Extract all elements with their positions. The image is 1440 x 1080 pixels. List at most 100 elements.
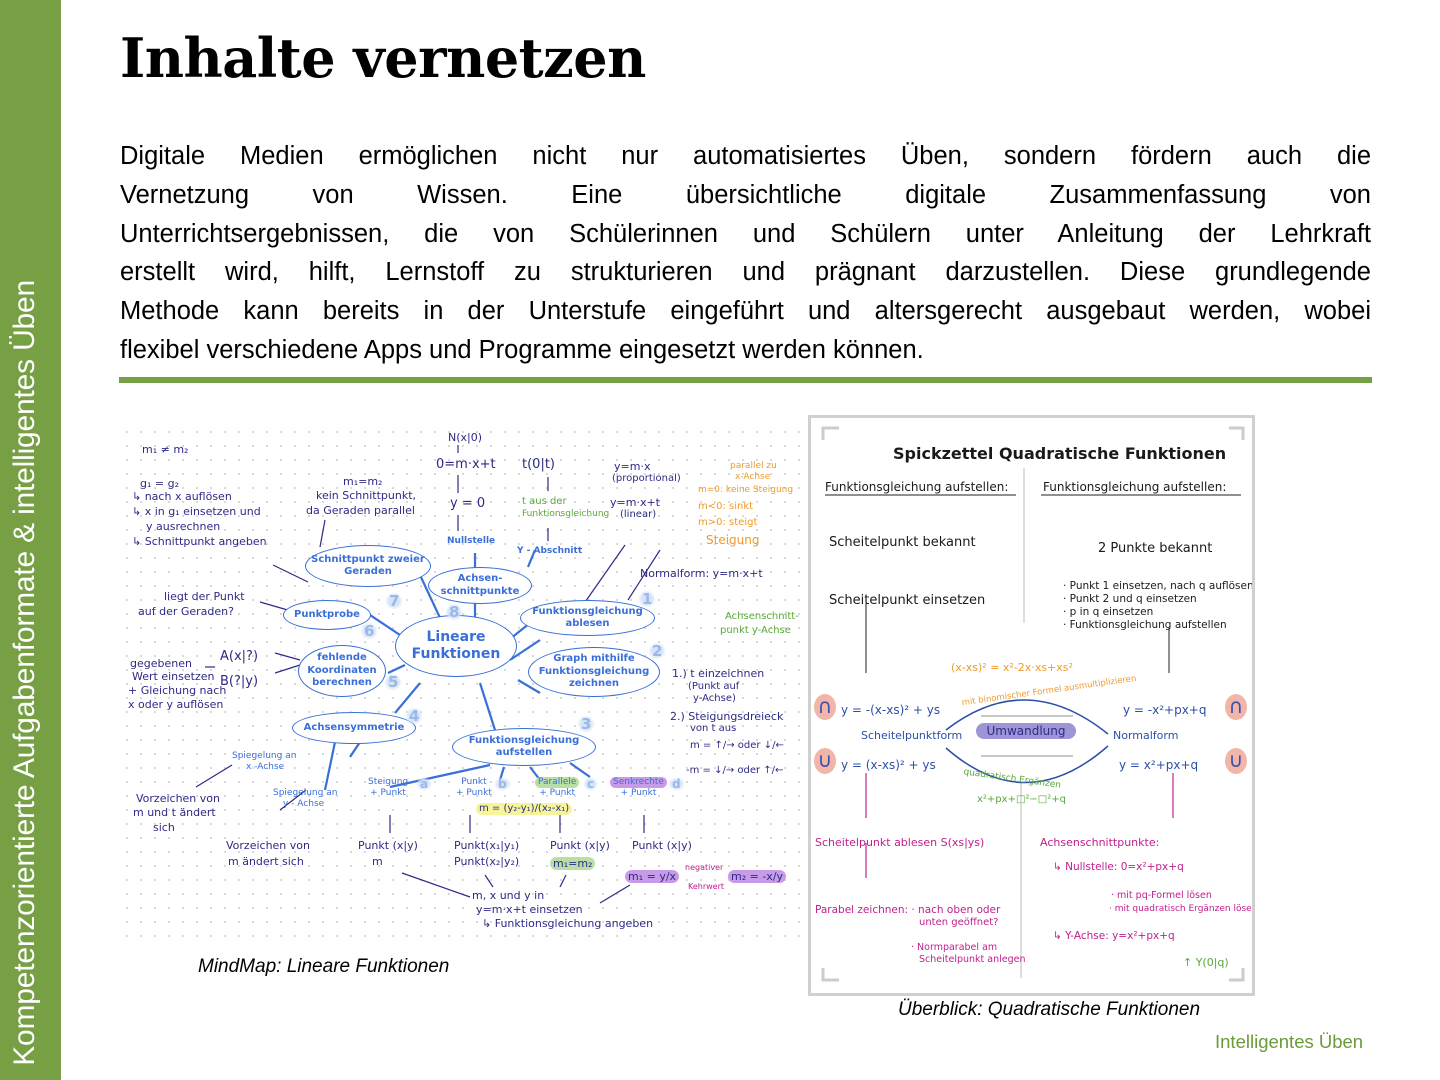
subnode-a: Steigung+ Punkt [368,777,408,799]
bottom-note: Punkt(x₁|y₁) [454,839,520,852]
subnode-d: Senkrechte+ Punkt [610,777,667,799]
subnode-sub: + Punkt [620,787,657,798]
subnode-label: Steigung [368,777,409,787]
subnode-c: Parallele+ Punkt [535,777,580,799]
mindmap-node: Punktprobe [283,600,371,630]
parabola-down-icon: ∩ [814,694,836,720]
subnode-letter: c [583,777,599,791]
note: x-Achse [735,472,771,482]
right-list-item: · Funktionsgleichung aufstellen [1063,619,1227,631]
note: da Geraden parallel [306,504,415,517]
subnode-label: Punkt [461,777,487,787]
subnode-sub: + Punkt [539,787,576,798]
right-bottom-note: ↳ Nullstelle: 0=x²+px+q [1053,861,1184,873]
note: y = 0 [450,496,486,511]
cheatsheet-image: Spickzettel Quadratische Funktionen Funk… [808,415,1255,996]
note: m>0: steigt [698,517,758,528]
bottom-note: m [372,855,383,868]
mindmap-node: Achsen-schnittpunkte [428,567,532,604]
note: y ausrechnen [146,520,221,533]
subnode-letter: a [416,777,433,791]
right-bottom-note: ↳ Y-Achse: y=x²+px+q [1053,930,1175,942]
note: y=m·x [614,460,651,473]
paragraph-line: Digitale Medien ermöglichen nicht nur au… [120,142,1371,170]
note: B(?|y) [220,674,259,689]
right-step: 2 Punkte bekannt [1098,541,1213,556]
sidebar-title: Kompetenzorientierte Aufgabenformate & i… [8,280,41,1066]
left-header: Funktionsgleichung aufstellen: [825,480,1009,494]
note: auf der Geraden? [138,605,234,618]
note: 0=m·x+t [436,457,496,472]
mindmap-center-node: Lineare Funktionen [395,615,517,677]
page-title: Inhalte vernetzen [120,26,646,90]
bottom-note: m₂ = -x/y [728,870,787,884]
node-number: 2 [648,642,667,660]
bottom-note: Kehrwert [688,882,725,891]
note: ↳ x in g₁ einsetzen und [132,505,261,518]
note: A(x|?) [220,649,259,664]
note: ↳ Schnittpunkt angeben [132,535,267,548]
bottom-note: m, x und y in [472,889,545,902]
note: punkt y-Achse [720,625,791,636]
subnode-b: Punkt+ Punkt [456,777,492,799]
vertex-form-label: Scheitelpunktform [861,729,963,742]
note: Vorzeichen von [226,839,310,852]
normal-form-negative: y = -x²+px+q [1123,703,1207,717]
mindmap-node: Graph mithilfe Funktionsgleichung zeichn… [528,647,660,697]
right-list-item: · Punkt 1 einsetzen, nach q auflösen [1063,580,1254,592]
node-number: 1 [638,590,657,608]
normal-form-label: Normalform [1113,729,1179,742]
bottom-note: m₁=m₂ [550,857,596,871]
binomial-formula: (x-xs)² = x²-2x·xs+xs² [951,661,1073,674]
right-header: Funktionsgleichung aufstellen: [1043,480,1227,494]
right-bottom-note: ↑ Y(0|q) [1183,956,1229,969]
paragraph-line: flexibel verschiedene Apps und Programme… [120,335,924,364]
note: Funktionsgleichung [522,509,610,519]
paragraph-line: Vernetzung von Wissen. Eine übersichtlic… [120,180,1371,209]
mindmap-caption: MindMap: Lineare Funktionen [198,956,450,977]
note: m₁=m₂ [343,475,383,488]
paragraph-line: erstellt wird, hilft, Lernstoff zu struk… [120,258,1371,287]
note: kein Schnittpunkt, [316,489,417,502]
subnode-letter: d [668,777,685,791]
note: parallel zu [730,461,777,471]
cheatsheet-caption: Überblick: Quadratische Funktionen [898,999,1201,1020]
bottom-note: Punkt (x|y) [358,839,418,852]
mindmap-node: Funktionsgleichung ablesen [520,600,655,636]
note: m₁ ≠ m₂ [142,443,189,456]
vertex-form-negative: y = -(x-xs)² + ys [841,703,941,717]
parabola-up-icon: ∪ [814,748,836,774]
paragraph-line: Methode kann bereits in der Unterstufe e… [120,297,1371,326]
note: (proportional) [612,473,681,484]
paragraph-line: Unterrichtsergebnissen, die von Schüleri… [120,219,1371,248]
left-bottom-note: unten geöffnet? [919,917,999,928]
left-bottom-note: Scheitelpunkt anlegen [919,954,1026,965]
bottom-note: m₁ = y/x [625,870,680,884]
note: ↳ nach x auflösen [132,490,232,503]
note: Steigung [706,533,760,547]
note: 1.) t einzeichnen [672,667,765,680]
mindmap-image: Lineare Funktionen Schnittpunkt zweier G… [120,425,800,940]
subnode-label: Parallele [535,777,580,788]
note: m ändert sich [228,855,304,868]
note: gegebenen [130,657,192,670]
left-bottom-note: Parabel zeichnen: · nach oben oder [815,904,1001,916]
node-number: 8 [445,603,464,621]
normal-form-positive: y = x²+px+q [1119,758,1199,772]
mindmap-node: Funktionsgleichung aufstellen [452,728,596,766]
mindmap-node: fehlende Koordinaten berechnen [298,645,386,697]
note: x oder y auflösen [128,698,224,711]
mindmap-connectors [195,445,661,904]
note: t(0|t) [522,457,555,472]
subnode-sub: + Punkt [456,787,492,798]
subnode-sub: + Punkt [370,787,406,798]
right-list-item: · Punkt 2 und q einsetzen [1063,593,1197,605]
footer-label: Intelligentes Üben [1215,1031,1364,1052]
conversion-pill: Umwandlung [976,723,1076,739]
slope-formula: m = (y₂-y₁)/(x₂-x₁) [476,803,573,815]
note: liegt der Punkt [164,590,245,603]
mindmap-node: Schnittpunkt zweier Geraden [305,545,431,587]
left-bottom-note: · Normparabel am [911,942,998,953]
note: (Punkt auf [688,681,740,692]
note: m<0: sinkt [698,501,754,512]
